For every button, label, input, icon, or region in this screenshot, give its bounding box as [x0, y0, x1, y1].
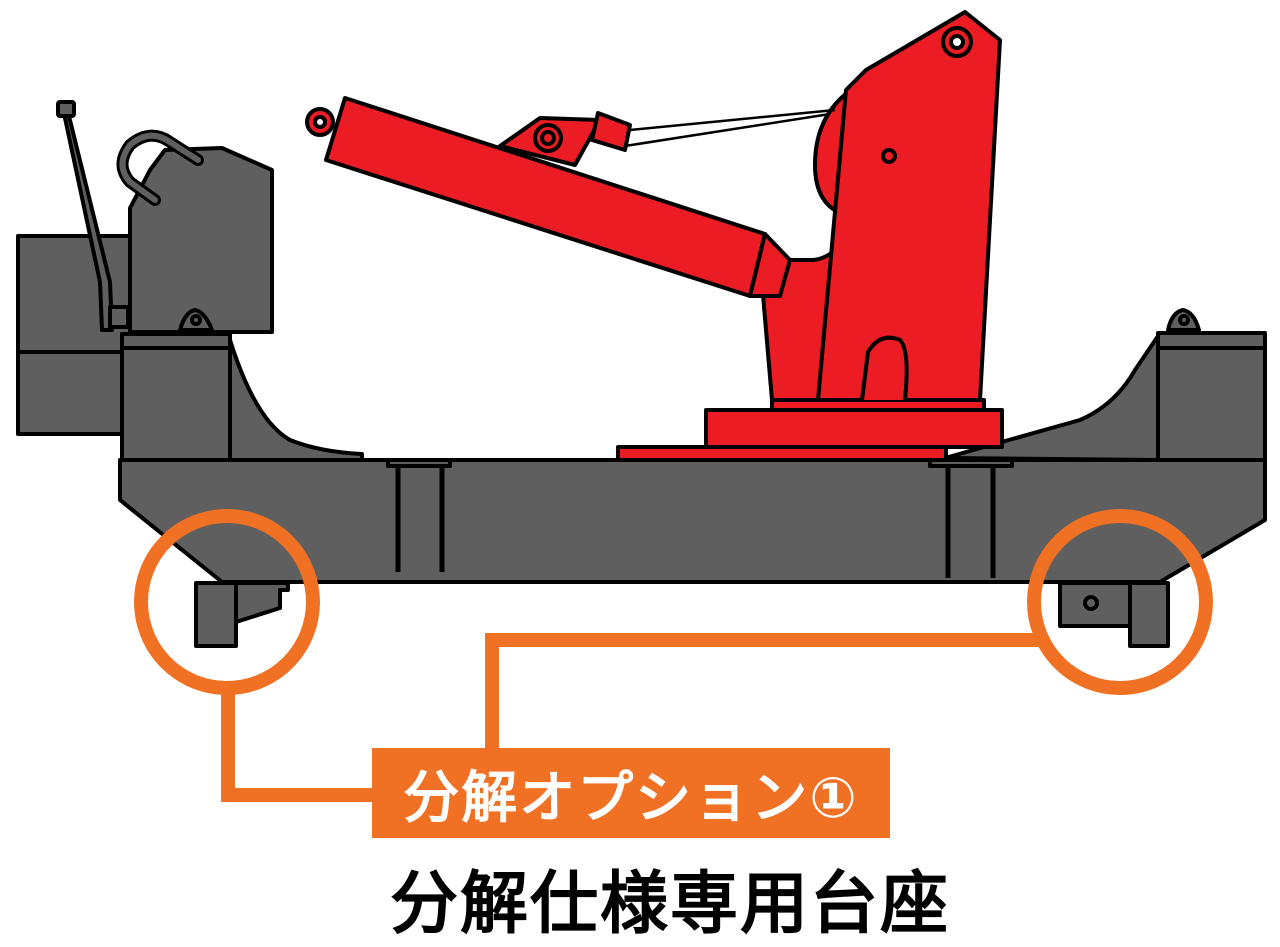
base-frame [16, 100, 1267, 648]
caption-title: 分解仕様専用台座 [370, 852, 970, 944]
callout-lines [134, 509, 1213, 802]
option-label-text: 分解オプション① [403, 765, 859, 831]
right-foot-highlight [1027, 509, 1213, 695]
caption-text: 分解仕様専用台座 [389, 864, 950, 944]
crane [305, 10, 1004, 462]
option-label-badge: 分解オプション① [372, 748, 890, 838]
